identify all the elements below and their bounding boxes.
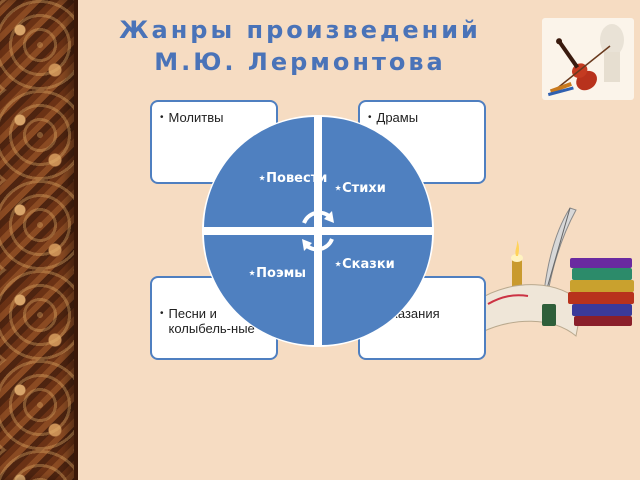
books-quill-illustration bbox=[477, 207, 634, 337]
slide-title: Жанры произведений М.Ю. Лермонтова bbox=[80, 14, 520, 78]
genre-cycle-diagram: ⋆Повести ⋆Стихи ⋆Поэмы ⋆Сказки bbox=[202, 115, 434, 347]
quadrant-label-poems: ⋆Стихи bbox=[334, 181, 386, 196]
cycle-arrows-icon bbox=[302, 210, 334, 252]
quadrant-label-long-poems: ⋆Поэмы bbox=[248, 266, 307, 281]
quadrant-top-left bbox=[204, 117, 314, 227]
card-dramas-label: Драмы bbox=[376, 110, 419, 125]
quadrant-bottom-left bbox=[204, 235, 314, 345]
title-line-2: М.Ю. Лермонтова bbox=[154, 48, 446, 76]
ornament-border bbox=[0, 0, 78, 480]
quadrant-bottom-right bbox=[322, 235, 432, 345]
quadrant-label-stories: ⋆Повести bbox=[258, 171, 328, 186]
violin-illustration bbox=[542, 18, 634, 100]
quadrant-top-right bbox=[322, 117, 432, 227]
card-prayers-label: Молитвы bbox=[168, 110, 224, 125]
quadrant-label-tales: ⋆Сказки bbox=[334, 257, 395, 272]
title-line-1: Жанры произведений bbox=[119, 16, 481, 44]
card-songs-label: Песни и колыбель-ные bbox=[168, 306, 255, 336]
